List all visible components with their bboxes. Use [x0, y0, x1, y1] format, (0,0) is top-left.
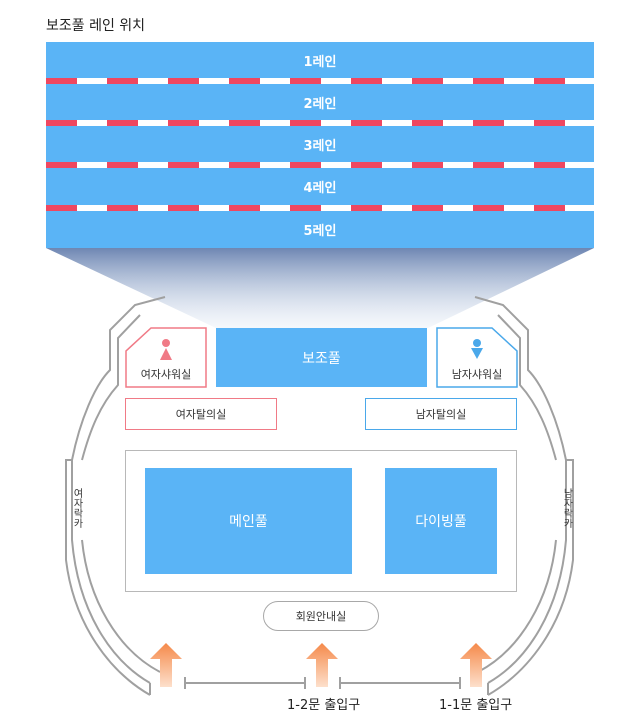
- female-icon: [162, 339, 170, 347]
- membership-desk: 회원안내실: [263, 601, 379, 631]
- building-outline: [65, 296, 574, 696]
- lane-1: 1레인: [303, 55, 337, 70]
- women-locker-room: 여자탈의실: [125, 398, 277, 430]
- up-arrow-icon: [150, 643, 182, 687]
- men-shower-label: 남자샤워실: [451, 368, 503, 381]
- entrance-1-2-label: 1-2문 출입구: [287, 698, 361, 713]
- women-shower-room: [125, 327, 207, 388]
- lane-5: 5레인: [303, 224, 337, 239]
- up-arrow-icon: [306, 643, 338, 687]
- zoom-projection: [46, 248, 594, 328]
- men-locker-room: 남자탈의실: [365, 398, 517, 430]
- diving-pool: 다이빙풀: [385, 468, 497, 574]
- lane-panel: 1레인 2레인 3레인 4레인 5레인: [46, 42, 594, 248]
- men-shower-room: [436, 327, 518, 388]
- male-icon: [473, 339, 481, 347]
- women-lounge-label: 여자락카: [71, 488, 82, 528]
- women-shower-label: 여자샤워실: [140, 368, 192, 381]
- page-title: 보조풀 레인 위치: [46, 18, 146, 34]
- sub-pool: 보조풀: [216, 328, 427, 387]
- men-lounge-label: 남자락카: [561, 488, 572, 528]
- lane-4: 4레인: [303, 181, 337, 196]
- lane-2: 2레인: [303, 97, 337, 112]
- lane-rope: [46, 162, 594, 168]
- lane-3: 3레인: [303, 139, 337, 154]
- lane-rope: [46, 78, 594, 84]
- main-pool: 메인풀: [145, 468, 352, 574]
- entrance-1-1-label: 1-1문 출입구: [439, 698, 513, 713]
- pool-hall: [125, 450, 517, 592]
- up-arrow-icon: [460, 643, 492, 687]
- lane-rope: [46, 120, 594, 126]
- lane-rope: [46, 205, 594, 211]
